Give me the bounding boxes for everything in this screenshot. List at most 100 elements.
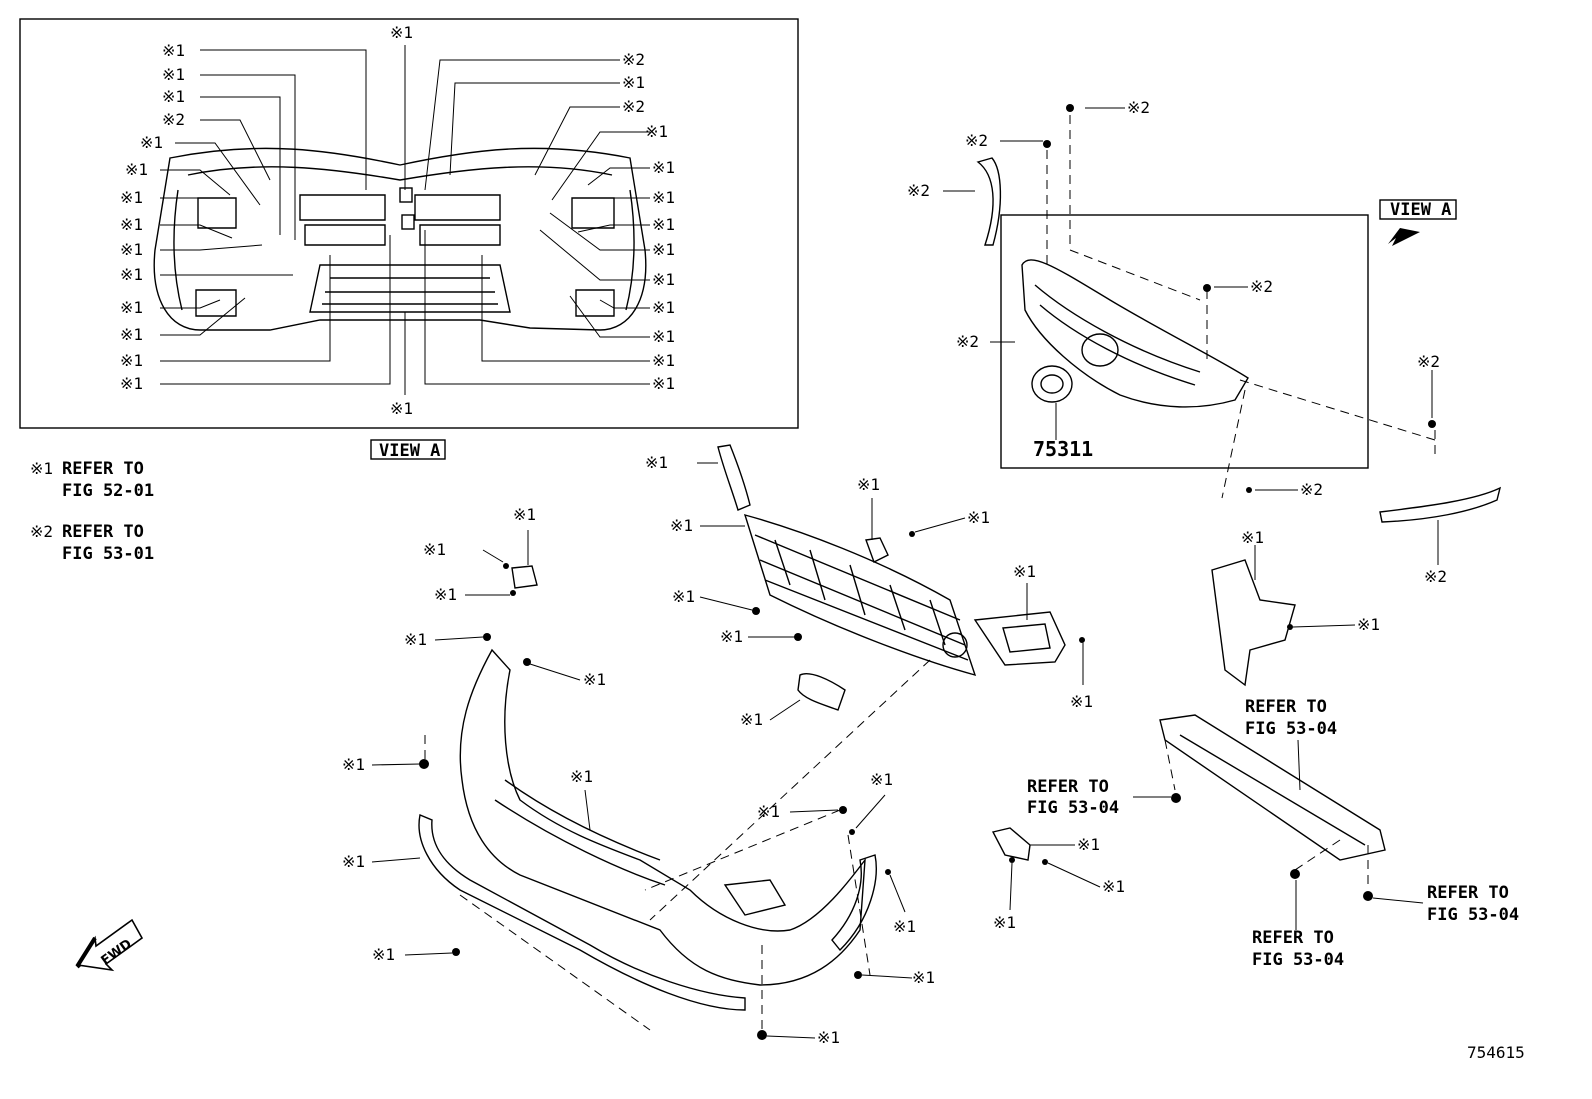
view-arrow-icon: [1388, 228, 1420, 246]
grille-view-a-box: [1379, 199, 1457, 220]
part-ref1-label: ※1: [1102, 877, 1125, 896]
molding-left: [976, 157, 1002, 246]
part-ref1-label: ※1: [967, 508, 990, 527]
refer-note-4-line2: FIG 53-04: [1427, 905, 1519, 925]
side-retainer: [717, 444, 751, 511]
part-ref1-label: ※1: [870, 770, 893, 789]
inset-ref1-label: ※1: [140, 133, 163, 152]
legend-ref1-mark: ※1: [30, 459, 53, 478]
part-ref1-label: ※1: [672, 587, 695, 606]
part-ref1-label: ※1: [372, 945, 395, 964]
part-ref1-label: ※1: [757, 802, 780, 821]
part-ref1-label: ※1: [342, 755, 365, 774]
legend-ref2-mark: ※2: [30, 522, 53, 541]
part-ref1-label: ※1: [423, 540, 446, 559]
view-a-label-box: [370, 439, 446, 460]
part-ref1-label: ※1: [434, 585, 457, 604]
inset-ref1-label: ※1: [120, 374, 143, 393]
legend-ref2-line1: REFER TO: [62, 522, 144, 542]
inset-ref2-label: ※2: [622, 50, 645, 69]
inset-ref1-label: ※1: [120, 265, 143, 284]
refer-note-4-line1: REFER TO: [1427, 883, 1509, 903]
grille-ref2-label: ※2: [1127, 98, 1150, 117]
part-ref1-label: ※1: [912, 968, 935, 987]
part-number-75311: 75311: [1033, 437, 1093, 461]
inset-ref1-label: ※1: [125, 160, 148, 179]
inset-ref1-label: ※1: [622, 73, 645, 92]
refer-note-3-line1: REFER TO: [1252, 928, 1334, 948]
inset-ref1-label: ※1: [652, 240, 675, 259]
molding-right: [1379, 486, 1502, 523]
grille-ref2-label: ※2: [956, 332, 979, 351]
inset-ref1-label: ※1: [120, 188, 143, 207]
inset-ref1-label: ※1: [162, 41, 185, 60]
inset-ref2-label: ※2: [622, 97, 645, 116]
grille-emblem: [1081, 333, 1119, 367]
part-ref1-label: ※1: [645, 453, 668, 472]
refer-note-2-line2: FIG 53-04: [1027, 798, 1119, 818]
part-ref1-label: ※1: [1013, 562, 1036, 581]
inset-ref1-label: ※1: [652, 215, 675, 234]
lower-grille: [743, 513, 977, 677]
legend: ※1 REFER TO FIG 52-01 ※2 REFER TO FIG 53…: [30, 459, 154, 564]
inset-ref1-label: ※1: [652, 188, 675, 207]
exploded-view: ※1 ※1 ※1 ※1 ※1 ※1 ※1 ※1 ※1 ※1 ※1 ※1 ※1 ※…: [342, 444, 1519, 1047]
part-ref1-label: ※1: [1077, 835, 1100, 854]
emblem-75311: [1031, 365, 1073, 403]
part-ref1-label: ※1: [857, 475, 880, 494]
inset-ref1-label: ※1: [120, 325, 143, 344]
part-ref1-label: ※1: [993, 913, 1016, 932]
inset-ref1-label: ※1: [390, 399, 413, 418]
part-ref1-label: ※1: [670, 516, 693, 535]
grille-box: VIEW A 75311 ※2 ※: [907, 98, 1502, 586]
lower-spoiler: [418, 814, 746, 1011]
part-ref1-label: ※1: [1070, 692, 1093, 711]
part-ref1-label: ※1: [404, 630, 427, 649]
inset-ref1-label: ※1: [652, 298, 675, 317]
part-ref1-label: ※1: [342, 852, 365, 871]
grille-ref2-label: ※2: [1424, 567, 1447, 586]
inset-ref1-label: ※1: [162, 65, 185, 84]
inset-frame: [19, 18, 799, 429]
inset-ref1-label: ※1: [120, 240, 143, 259]
inset-ref1-label: ※1: [120, 298, 143, 317]
legend-ref1-line2: FIG 52-01: [62, 481, 154, 501]
inset-ref1-label: ※1: [652, 351, 675, 370]
view-a-label: VIEW A: [379, 441, 440, 461]
inset-ref1-label: ※1: [645, 122, 668, 141]
part-ref1-label: ※1: [893, 917, 916, 936]
grille-ref2-label: ※2: [1300, 480, 1323, 499]
part-ref1-label: ※1: [583, 670, 606, 689]
refer-note-1-line2: FIG 53-04: [1245, 719, 1337, 739]
part-ref1-label: ※1: [720, 627, 743, 646]
part-ref1-label: ※1: [740, 710, 763, 729]
inset-ref1-label: ※1: [652, 158, 675, 177]
part-ref1-label: ※1: [513, 505, 536, 524]
grille-view-a-label: VIEW A: [1390, 200, 1451, 220]
inset-ref1-label: ※1: [120, 215, 143, 234]
inset-ref1-label: ※1: [120, 351, 143, 370]
fwd-arrow-icon: FWD: [75, 918, 144, 972]
bumper-cover: [459, 648, 866, 986]
part-ref1-label: ※1: [1357, 615, 1380, 634]
inset-ref1-label: ※1: [162, 87, 185, 106]
grille-ref2-label: ※2: [907, 181, 930, 200]
legend-ref2-line2: FIG 53-01: [62, 544, 154, 564]
grille-ref2-label: ※2: [1417, 352, 1440, 371]
inset-ref1-label: ※1: [652, 327, 675, 346]
part-ref1-label: ※1: [1241, 528, 1264, 547]
inset-view: ※1 ※1 ※1 ※2 ※1 ※1 ※1 ※1 ※1 ※1 ※1 ※1 ※1 ※…: [19, 18, 799, 429]
inset-ref1-label: ※1: [652, 374, 675, 393]
refer-note-3-line2: FIG 53-04: [1252, 950, 1344, 970]
illustration-id: 754615: [1467, 1043, 1525, 1062]
reinforcement: [1211, 559, 1296, 687]
grille-ref2-label: ※2: [1250, 277, 1273, 296]
inset-ref2-label: ※2: [162, 110, 185, 129]
legend-ref1-line1: REFER TO: [62, 459, 144, 479]
inset-ref1-label: ※1: [652, 270, 675, 289]
fog-bezel: [973, 611, 1066, 666]
refer-note-1-line1: REFER TO: [1245, 697, 1327, 717]
part-ref1-label: ※1: [817, 1028, 840, 1047]
refer-note-2-line1: REFER TO: [1027, 777, 1109, 797]
